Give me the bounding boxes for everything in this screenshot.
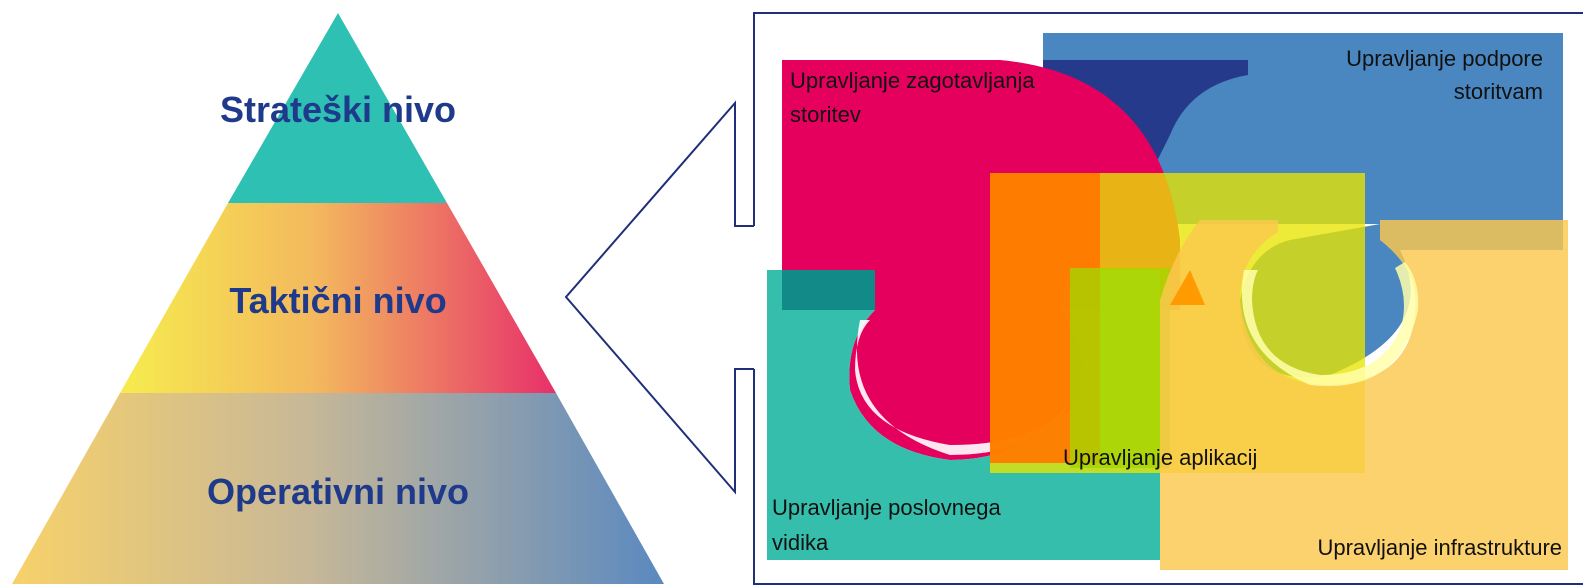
pyramid-label-tactical: Taktični nivo xyxy=(229,280,446,321)
piece-teal-overlap xyxy=(782,270,875,310)
orange-wedge xyxy=(1170,270,1205,305)
piece-infrastructure xyxy=(1160,220,1568,570)
pyramid: Strateški nivo Taktični nivo Operativni … xyxy=(12,13,664,584)
piece-applications-green xyxy=(1070,268,1170,468)
label-business-perspective-1: Upravljanje poslovnega xyxy=(772,495,1001,520)
zoom-callout xyxy=(564,12,1583,585)
ring-right xyxy=(1241,262,1419,387)
pyramid-level-strategic xyxy=(228,13,447,203)
pyramid-label-strategic: Strateški nivo xyxy=(220,89,456,130)
label-infrastructure: Upravljanje infrastrukture xyxy=(1317,535,1562,560)
label-service-delivery-2: storitev xyxy=(790,102,861,127)
label-service-delivery-1: Upravljanje zagotavljanja xyxy=(790,68,1035,93)
piece-business-perspective xyxy=(767,270,1160,560)
label-applications: Upravljanje aplikacij xyxy=(1063,445,1257,470)
puzzle-frame-top xyxy=(753,12,1583,226)
puzzle: Upravljanje zagotavljanja storitev Uprav… xyxy=(767,33,1568,570)
label-service-support-1: Upravljanje podpore xyxy=(1346,46,1543,71)
puzzle-frame xyxy=(753,369,1583,585)
pyramid-level-operational xyxy=(12,393,664,584)
pyramid-level-tactical xyxy=(120,203,556,393)
label-business-perspective-2: vidika xyxy=(772,530,829,555)
callout-arrow xyxy=(564,100,754,495)
label-service-support-2: storitvam xyxy=(1454,79,1543,104)
pyramid-label-operational: Operativni nivo xyxy=(207,471,469,512)
